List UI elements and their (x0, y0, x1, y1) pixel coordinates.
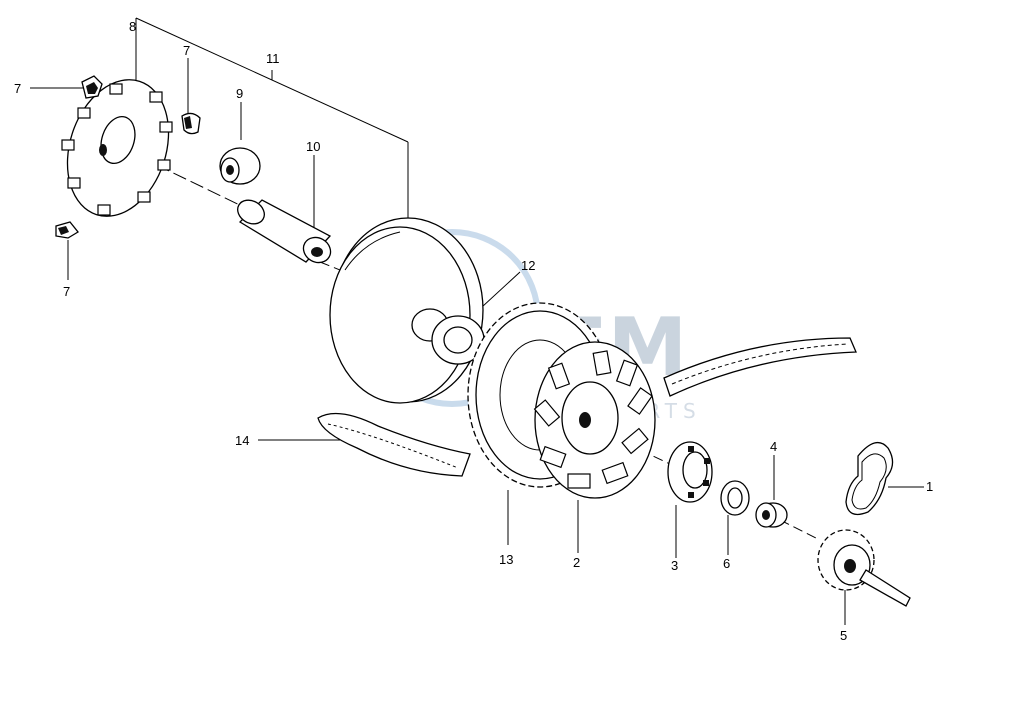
part-clip-bottom (55, 221, 79, 239)
part-clip-top (181, 112, 201, 135)
part-bush (219, 147, 261, 185)
callout-7-bottom: 7 (63, 284, 70, 299)
part-fan-cover (61, 79, 173, 217)
part-drive-face-hub (667, 441, 713, 503)
part-clip-top-left (81, 75, 103, 99)
cover-slots (61, 83, 173, 216)
part-gear-shaft (817, 529, 911, 607)
part-ring (720, 480, 750, 516)
callout-5: 5 (840, 628, 847, 643)
part-variator-fan (533, 341, 656, 499)
callout-8: 8 (129, 19, 136, 34)
fan-blades (533, 350, 653, 489)
part-washer (431, 315, 485, 365)
callout-3: 3 (671, 558, 678, 573)
callout-6: 6 (723, 556, 730, 571)
callout-10: 10 (306, 139, 320, 154)
part-drive-belt-left (317, 412, 471, 477)
callout-2: 2 (573, 555, 580, 570)
callout-7-left: 7 (14, 81, 21, 96)
part-gasket (845, 441, 894, 516)
callout-7-top: 7 (183, 43, 190, 58)
part-pulley-half (329, 217, 484, 404)
callout-12: 12 (521, 258, 535, 273)
callout-11: 11 (266, 51, 280, 66)
part-drive-belt-right (663, 337, 857, 397)
callout-9: 9 (236, 86, 243, 101)
callouts: 8 7 11 7 9 10 12 7 14 4 1 13 2 3 6 5 (14, 19, 933, 643)
part-sleeve (237, 199, 332, 264)
part-spacer (755, 502, 788, 528)
callout-13: 13 (499, 552, 513, 567)
callout-14: 14 (235, 433, 249, 448)
callout-1: 1 (926, 479, 933, 494)
callout-4: 4 (770, 439, 777, 454)
